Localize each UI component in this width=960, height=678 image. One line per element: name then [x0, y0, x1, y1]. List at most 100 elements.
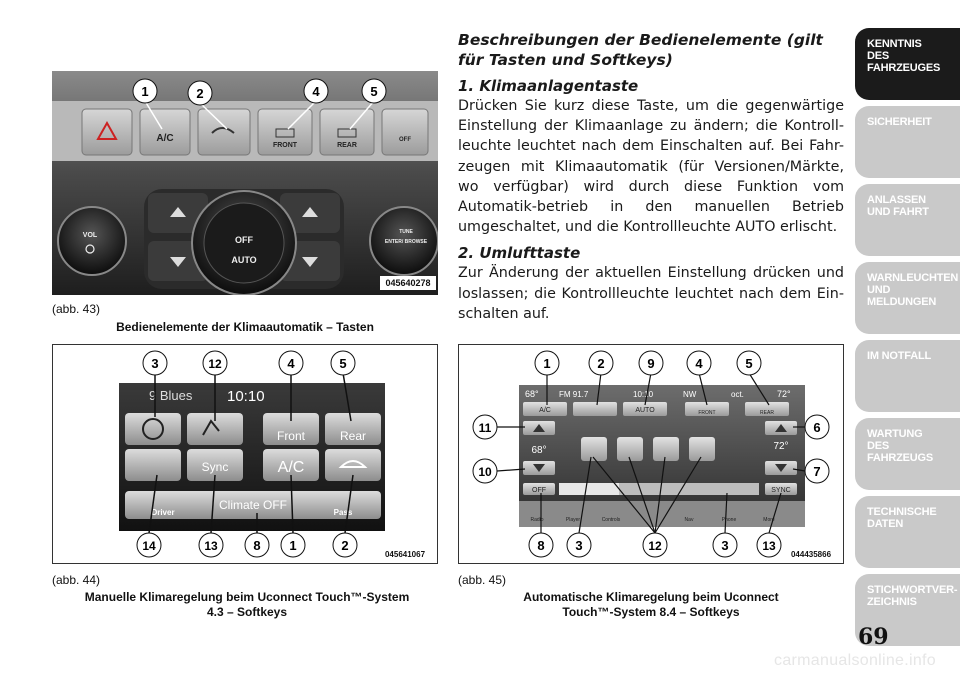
chapter-tabs: KENNTNIS DES FAHRZEUGES SICHERHEIT ANLAS…: [855, 28, 960, 652]
figure-43-climate-buttons: A/C FRONT REAR OFF OFF AUTO VOL TUNE ENT…: [52, 71, 438, 295]
callout-4: 4: [278, 350, 304, 376]
section-2-body: Zur Änderung der aktuellen Einstellung d…: [458, 265, 844, 322]
svg-text:3: 3: [151, 356, 158, 371]
section-1-title: 1. Klimaanlagentaste: [458, 77, 639, 95]
radio-label: FM 91.7: [559, 390, 589, 399]
tab-technische-daten[interactable]: TECHNISCHE DATEN: [855, 496, 960, 568]
front-defrost-label: FRONT: [273, 142, 298, 149]
figure-43-label: (abb. 43): [52, 302, 101, 316]
figure-code: 045640278: [385, 278, 430, 288]
uconnect-4-3-screen: 9 Blues 10:10 Sync Front Rear A/C Climat…: [53, 345, 437, 563]
figure-44-title: Manuelle Klimaregelung beim Uconnect Tou…: [84, 590, 410, 619]
svg-text:12: 12: [648, 539, 662, 553]
front-label: Front: [277, 429, 306, 443]
svg-text:4: 4: [312, 84, 320, 99]
right-set-temp: 72°: [773, 441, 788, 452]
callout-13: 13: [198, 532, 224, 558]
svg-text:1: 1: [543, 356, 550, 371]
figure-44-touch-4-3: 9 Blues 10:10 Sync Front Rear A/C Climat…: [52, 344, 438, 564]
figure-45-touch-8-4: 68° FM 91.7 10:10 NW oct. 72° A/C AUTO F…: [458, 344, 844, 564]
figure-code: 045641067: [385, 550, 426, 559]
svg-text:13: 13: [204, 539, 218, 553]
svg-text:10: 10: [478, 465, 492, 479]
svg-text:6: 6: [813, 420, 820, 435]
knob-auto-label: AUTO: [231, 255, 256, 265]
svg-text:9: 9: [647, 356, 654, 371]
callout-1: 1: [132, 78, 163, 130]
callout-5: 5: [349, 78, 387, 130]
svg-text:2: 2: [196, 86, 203, 101]
callout-3-right: 3: [712, 532, 738, 558]
knob-off-label: OFF: [235, 235, 253, 245]
callout-2: 2: [187, 80, 228, 130]
svg-text:3: 3: [575, 538, 582, 553]
svg-text:12: 12: [208, 357, 222, 371]
sync-label: Sync: [202, 460, 229, 474]
section-2-title: 2. Umlufttaste: [458, 244, 581, 263]
svg-text:1: 1: [141, 84, 148, 99]
temp-left-top: 68°: [525, 389, 539, 399]
figure-45-title: Automatische Klimaregelung beim Uconnect…: [523, 590, 779, 619]
tab-sicherheit[interactable]: SICHERHEIT: [855, 106, 960, 178]
seat-off-label: OFF: [399, 137, 411, 143]
clock-label: 10:10: [227, 388, 265, 405]
svg-text:3: 3: [721, 538, 728, 553]
vol-knob-label: VOL: [83, 232, 98, 239]
callout-5: 5: [736, 350, 762, 376]
callout-8: 8: [528, 532, 554, 558]
page-number: 69: [858, 624, 889, 650]
callout-12: 12: [202, 350, 228, 376]
tab-stichwortverzeichnis[interactable]: STICHWORTVER- ZEICHNIS: [855, 574, 960, 646]
tab-warnleuchten[interactable]: WARNLEUCHTEN UND MELDUNGEN: [855, 262, 960, 334]
driver-label: Driver: [151, 508, 174, 517]
tune-knob-label: TUNE: [399, 229, 413, 235]
svg-text:1: 1: [289, 538, 296, 553]
left-set-temp: 68°: [531, 445, 546, 456]
rear-label: REAR: [760, 410, 774, 416]
callout-1: 1: [280, 532, 306, 558]
compass-label: NW: [683, 390, 697, 399]
figure-43-title: Bedienelemente der Klimaautomatik – Tast…: [116, 320, 374, 334]
app-player: Player: [566, 517, 581, 523]
off-label: OFF: [532, 487, 546, 494]
tab-anlassen-und-fahrt[interactable]: ANLASSEN UND FAHRT: [855, 184, 960, 256]
tab-im-notfall[interactable]: IM NOTFALL: [855, 340, 960, 412]
svg-text:4: 4: [695, 356, 703, 371]
app-phone: Phone: [722, 517, 737, 523]
ac-button-label: A/C: [156, 133, 173, 144]
ac-label: A/C: [539, 407, 551, 414]
uconnect-8-4-screen: 68° FM 91.7 10:10 NW oct. 72° A/C AUTO F…: [459, 345, 843, 563]
callout-1: 1: [534, 350, 560, 376]
svg-text:5: 5: [745, 356, 752, 371]
svg-text:2: 2: [597, 356, 604, 371]
section-heading: Beschreibungen der Bedienelemente (gilt …: [458, 31, 823, 69]
svg-text:7: 7: [813, 464, 820, 479]
svg-text:2: 2: [341, 538, 348, 553]
ac-label: A/C: [278, 459, 305, 476]
app-more: More: [763, 517, 775, 523]
station-label: 9 Blues: [149, 388, 193, 403]
pass-label: Pass: [334, 508, 353, 517]
callout-7: 7: [804, 458, 830, 484]
section-1-body: Drücken Sie kurz diese Taste, um die geg…: [458, 98, 844, 236]
rear-label: Rear: [340, 429, 366, 443]
svg-text:8: 8: [537, 538, 544, 553]
temp-right-top: 72°: [777, 389, 791, 399]
climate-panel-photo: A/C FRONT REAR OFF OFF AUTO VOL TUNE ENT…: [52, 71, 438, 295]
callout-2: 2: [588, 350, 614, 376]
tab-wartung[interactable]: WARTUNG DES FAHRZEUGS: [855, 418, 960, 490]
svg-text:14: 14: [142, 539, 156, 553]
callout-5: 5: [330, 350, 356, 376]
app-radio: Radio: [530, 517, 543, 523]
callout-14: 14: [136, 532, 162, 558]
figure-44-label: (abb. 44): [52, 573, 101, 587]
enter-browse-label: ENTER/ BROWSE: [385, 239, 428, 245]
callout-4: 4: [686, 350, 712, 376]
svg-text:8: 8: [253, 538, 260, 553]
callout-6: 6: [804, 414, 830, 440]
callout-12: 12: [642, 532, 668, 558]
tab-kenntnis-des-fahrzeuges[interactable]: KENNTNIS DES FAHRZEUGES: [855, 28, 960, 100]
callout-13: 13: [756, 532, 782, 558]
figure-45-label: (abb. 45): [458, 573, 507, 587]
figure-code: 044435866: [791, 550, 832, 559]
